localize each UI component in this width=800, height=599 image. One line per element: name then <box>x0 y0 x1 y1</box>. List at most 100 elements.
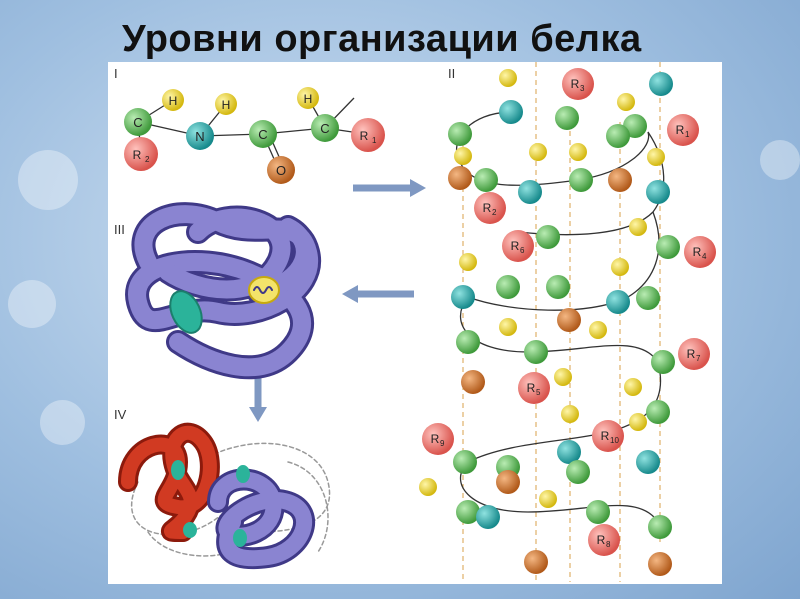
heme-group <box>233 529 247 547</box>
level-label-iv: IV <box>114 407 127 422</box>
carbon-atom <box>456 500 480 524</box>
carbon-atom <box>606 124 630 148</box>
level-label-i: I <box>114 66 118 81</box>
radical-label: R <box>431 432 440 446</box>
carbon-atom <box>646 400 670 424</box>
hydrogen-atom <box>529 143 547 161</box>
figure-canvas: C H R 2 N H C O C H R 1 <box>118 62 716 582</box>
hydrogen-atom <box>611 258 629 276</box>
background-molecule-ball <box>40 400 85 445</box>
arrow-left <box>342 285 414 303</box>
hydrogen-atom <box>624 378 642 396</box>
tertiary-structure <box>125 202 322 380</box>
hydrogen-atom <box>561 405 579 423</box>
radical-label: R <box>511 239 520 253</box>
carbon-atom <box>555 106 579 130</box>
svg-text:O: O <box>276 163 286 178</box>
radical-r2 <box>474 192 506 224</box>
hydrogen-atom <box>215 93 237 115</box>
radical-r4 <box>684 236 716 268</box>
carbon-atom <box>448 122 472 146</box>
hydrogen-atom <box>419 478 437 496</box>
nitrogen-atom <box>557 440 581 464</box>
carbon-atom <box>124 108 152 136</box>
carbon-atom <box>636 286 660 310</box>
protein-levels-figure: I II III IV <box>108 62 722 584</box>
radical-r6 <box>502 230 534 262</box>
radical-r3 <box>562 68 594 100</box>
radical-subscript: 3 <box>580 84 585 93</box>
heme-group <box>169 290 203 334</box>
carbon-atom <box>524 340 548 364</box>
radical-label: R <box>597 533 606 547</box>
nitrogen-atom <box>636 450 660 474</box>
carbon-atom <box>566 460 590 484</box>
carbon-atom <box>648 515 672 539</box>
svg-text:C: C <box>258 127 267 142</box>
radical-subscript: 9 <box>440 439 445 448</box>
svg-text:R: R <box>360 129 369 143</box>
radical-r1 <box>351 118 385 152</box>
hydrogen-atom <box>569 143 587 161</box>
radical-r5 <box>518 372 550 404</box>
hydrogen-atom <box>297 87 319 109</box>
radical-r9 <box>422 423 454 455</box>
svg-text:C: C <box>320 121 329 136</box>
carbon-atom <box>546 275 570 299</box>
heme-group <box>171 460 185 480</box>
carbon-atom <box>586 500 610 524</box>
svg-text:R: R <box>133 148 142 162</box>
nitrogen-atom <box>451 285 475 309</box>
carbon-atom <box>569 168 593 192</box>
nitrogen-atom <box>476 505 500 529</box>
radical-subscript: 8 <box>606 540 611 549</box>
carbon-atom <box>536 225 560 249</box>
radical-label: R <box>693 245 702 259</box>
hydrogen-atom <box>629 218 647 236</box>
carbon-atom <box>453 450 477 474</box>
slide-title: Уровни организации белка <box>122 18 642 60</box>
carbon-atom <box>456 330 480 354</box>
background-molecule-ball <box>18 150 78 210</box>
level-label-iii: III <box>114 222 125 237</box>
nitrogen-atom <box>499 100 523 124</box>
carbon-atom <box>474 168 498 192</box>
carbon-atom <box>249 120 277 148</box>
radical-r10 <box>592 420 624 452</box>
background-molecule-ball <box>760 140 800 180</box>
hydrogen-atom <box>647 148 665 166</box>
oxygen-atom <box>557 308 581 332</box>
hydrogen-atom <box>554 368 572 386</box>
disulfide-bond <box>248 276 280 304</box>
svg-text:C: C <box>133 115 142 130</box>
heme-group <box>236 465 250 483</box>
carbon-atom <box>651 350 675 374</box>
background-molecule-ball <box>8 280 56 328</box>
oxygen-atom <box>461 370 485 394</box>
hydrogen-atom <box>629 413 647 431</box>
svg-text:2: 2 <box>145 155 150 164</box>
radical-label: R <box>571 77 580 91</box>
nitrogen-atom <box>649 72 673 96</box>
nitrogen-atom <box>646 180 670 204</box>
oxygen-atom <box>448 166 472 190</box>
radical-subscript: 2 <box>492 208 497 217</box>
nitrogen-atom <box>606 290 630 314</box>
oxygen-atom <box>496 470 520 494</box>
hydrogen-atom <box>539 490 557 508</box>
radical-r8 <box>588 524 620 556</box>
carbon-atom <box>496 275 520 299</box>
hydrogen-atom <box>459 253 477 271</box>
level-label-ii: II <box>448 66 456 81</box>
radical-r2 <box>124 137 158 171</box>
quaternary-structure <box>118 422 331 570</box>
radical-label: R <box>676 123 685 137</box>
radical-subscript: 1 <box>685 130 690 139</box>
radical-label: R <box>527 381 536 395</box>
radical-subscript: 5 <box>536 388 541 397</box>
radical-label: R <box>687 347 696 361</box>
hydrogen-atom <box>499 69 517 87</box>
hydrogen-atom <box>589 321 607 339</box>
arrow-down <box>249 372 267 422</box>
